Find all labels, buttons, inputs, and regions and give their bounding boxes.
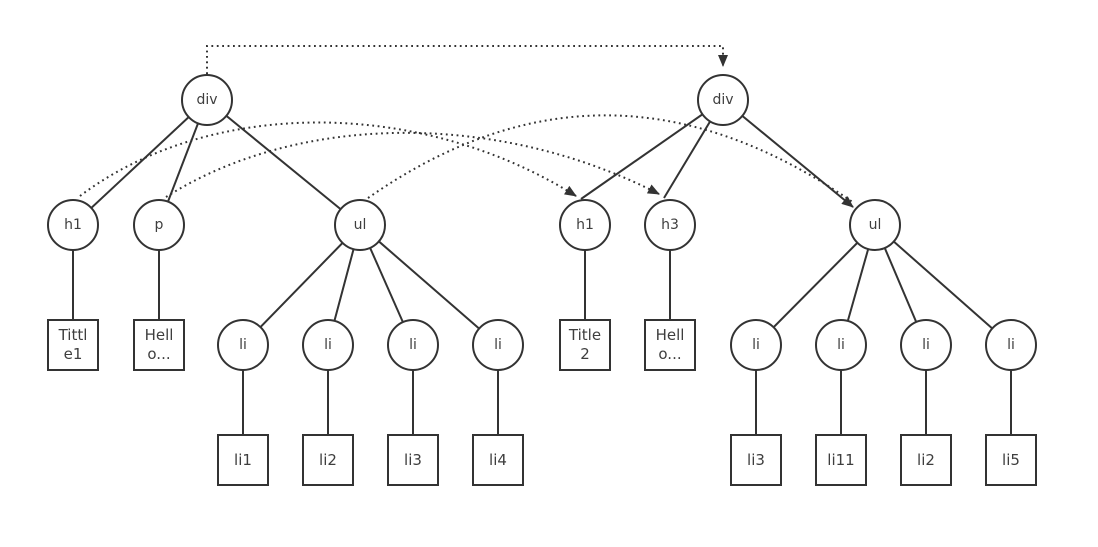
left-ul-node: ul [334, 199, 386, 251]
right-li-node-4: li [985, 319, 1037, 371]
left-li-box-4: li4 [472, 434, 524, 486]
right-h3-node: h3 [644, 199, 696, 251]
left-h1-text-box: Tittle1 [47, 319, 99, 371]
left-li-node-4: li [472, 319, 524, 371]
right-li-box-3: li2 [900, 434, 952, 486]
right-h3-text-box: Hello... [644, 319, 696, 371]
left-li-box-1: li1 [217, 434, 269, 486]
right-li-box-1: li3 [730, 434, 782, 486]
edge-left-div-h1 [72, 99, 208, 226]
right-li-box-2: li11 [815, 434, 867, 486]
edge-left-ul-li4 [359, 224, 499, 346]
edge-right-ul-li4 [874, 224, 1012, 346]
right-li-node-2: li [815, 319, 867, 371]
right-ul-node: ul [849, 199, 901, 251]
edge-dotted-h1-to-h1 [79, 121, 577, 197]
edge-right-div-h1 [580, 99, 724, 200]
left-h1-node: h1 [47, 199, 99, 251]
edge-dotted-p-to-h3 [165, 131, 660, 198]
right-li-node-1: li [730, 319, 782, 371]
left-li-node-1: li [217, 319, 269, 371]
diff-mapping-edges [79, 45, 855, 204]
left-li-node-2: li [302, 319, 354, 371]
left-p-node: p [133, 199, 185, 251]
edge-right-div-ul-arrow [722, 99, 854, 208]
left-li-box-2: li2 [302, 434, 354, 486]
right-h1-node: h1 [559, 199, 611, 251]
edge-dotted-ul-to-ul [367, 114, 855, 204]
left-li-box-3: li3 [387, 434, 439, 486]
right-div-node: div [697, 74, 749, 126]
left-div-node: div [181, 74, 233, 126]
edge-dotted-div-to-div [206, 45, 728, 74]
right-li-box-4: li5 [985, 434, 1037, 486]
edge-right-ul-li1 [755, 224, 876, 346]
left-li-node-3: li [387, 319, 439, 371]
left-tree-edges [72, 99, 499, 460]
right-h1-text-box: Title 2 [559, 319, 611, 371]
right-li-node-3: li [900, 319, 952, 371]
edge-left-div-ul [206, 99, 361, 226]
right-tree-edges [580, 99, 1012, 460]
edge-left-ul-li1 [242, 224, 361, 346]
left-p-text-box: Hello... [133, 319, 185, 371]
